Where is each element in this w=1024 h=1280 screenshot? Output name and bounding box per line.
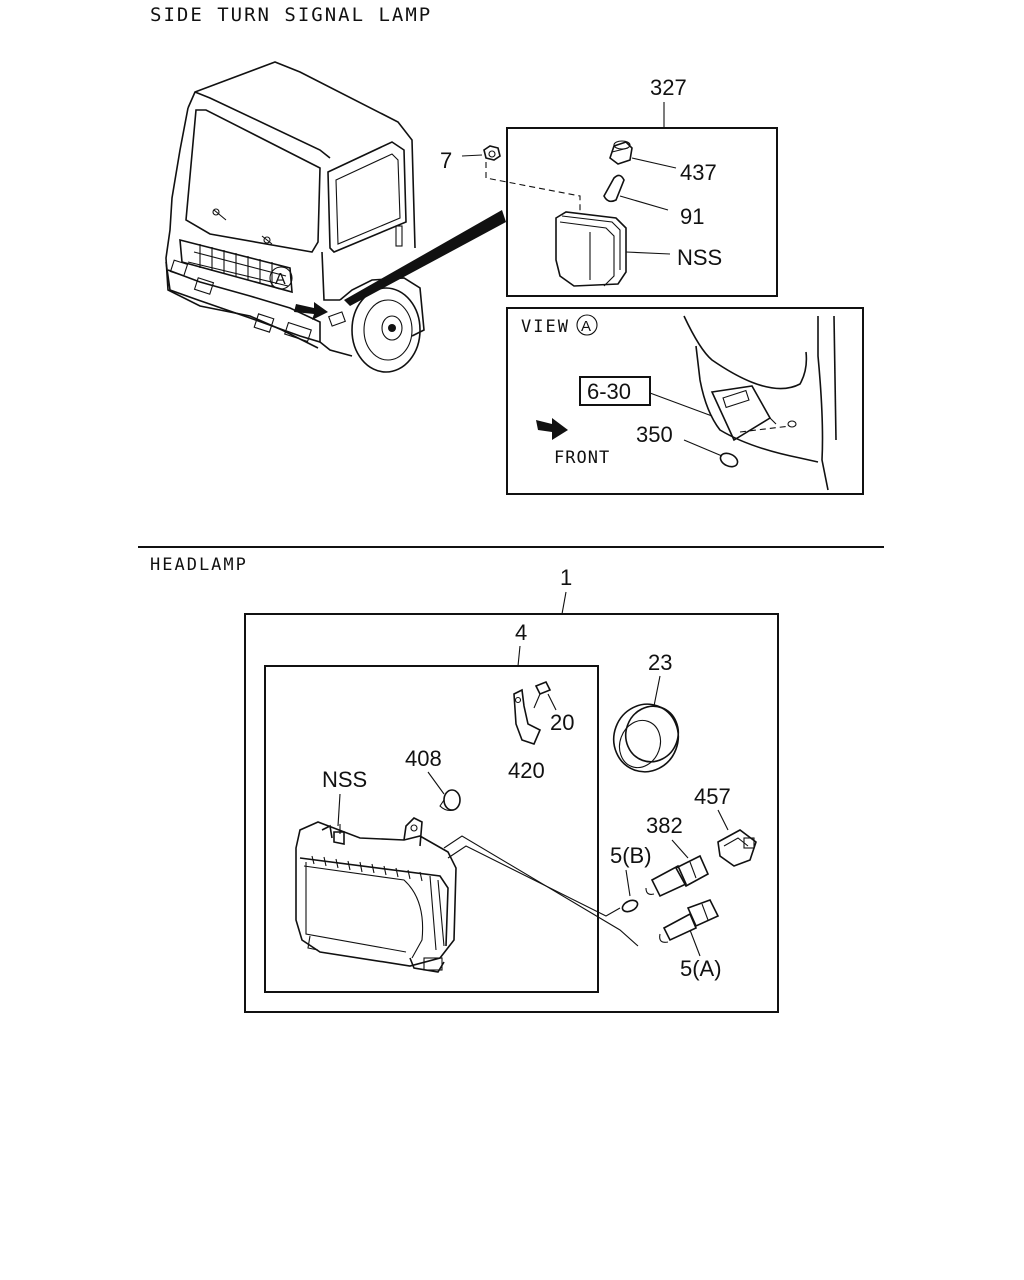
assembly-box-4 — [264, 665, 599, 993]
part-label-91: 91 — [680, 204, 704, 229]
view-marker-letter: A — [275, 271, 286, 288]
part-label-7: 7 — [440, 148, 452, 173]
part-label-408: 408 — [405, 746, 442, 771]
socket-part-382 — [645, 854, 710, 898]
section-title-headlamp: HEADLAMP — [150, 555, 248, 575]
wire-to-bulb-b — [447, 845, 621, 917]
part-label-420: 420 — [508, 758, 545, 783]
assembly-box-1 — [244, 613, 779, 1013]
view-a-circle — [576, 314, 598, 336]
headlamp-unit — [295, 817, 457, 973]
view-label: VIEW — [521, 317, 570, 337]
truck-cab-illustration — [165, 61, 425, 373]
bulb-part-91 — [603, 174, 625, 203]
view-a-box — [506, 307, 864, 495]
view-a-letter: A — [581, 318, 591, 335]
section-title-side-turn: SIDE TURN SIGNAL LAMP — [150, 4, 432, 26]
part-label-5a: 5(A) — [680, 956, 722, 981]
part-label-nss-headlamp: NSS — [322, 767, 367, 792]
front-label: FRONT — [554, 448, 610, 468]
nut-part-7 — [483, 145, 501, 161]
reference-box-6-30 — [579, 376, 651, 406]
part-label-5b: 5(B) — [610, 843, 652, 868]
leader-band — [344, 210, 506, 306]
assembly-box-327 — [506, 127, 778, 297]
part-label-1: 1 — [560, 565, 572, 590]
connector-part-457 — [717, 829, 757, 867]
screw-part-20 — [533, 680, 552, 709]
socket-part-437 — [609, 140, 633, 165]
part-label-350: 350 — [636, 422, 673, 447]
bulb-part-5a — [659, 899, 720, 943]
part-label-23: 23 — [648, 650, 672, 675]
front-arrow-icon — [536, 418, 568, 440]
bracket-part-420 — [513, 688, 542, 745]
bulb-part-5b — [621, 899, 639, 913]
grommet-part-350 — [719, 452, 739, 468]
part-label-nss-side: NSS — [677, 245, 722, 270]
lamp-lens — [555, 211, 627, 287]
wire-to-bulb-a — [443, 835, 639, 947]
part-label-437: 437 — [680, 160, 717, 185]
part-label-20: 20 — [550, 710, 574, 735]
part-label-327: 327 — [650, 75, 687, 100]
view-marker-circle — [269, 266, 293, 290]
part-label-382: 382 — [646, 813, 683, 838]
ring-part-23 — [612, 703, 680, 773]
part-label-6-30: 6-30 — [587, 379, 631, 404]
part-label-4: 4 — [515, 620, 527, 645]
part-label-457: 457 — [694, 784, 731, 809]
view-a-fender-drawing — [683, 315, 837, 491]
grommet-part-408 — [439, 789, 461, 812]
